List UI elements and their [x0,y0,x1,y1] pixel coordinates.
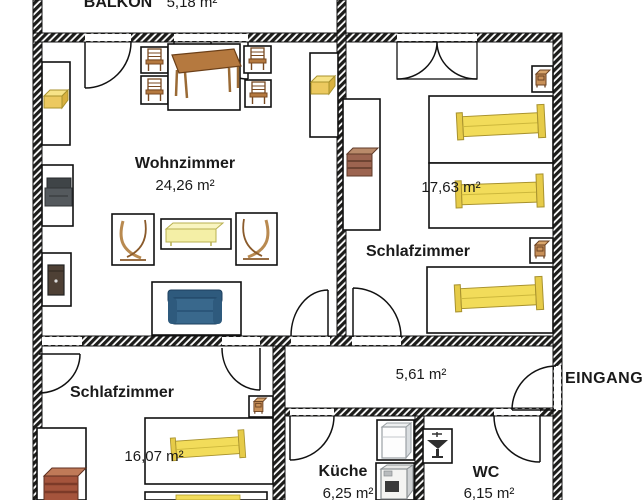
room-labels: BALKON 5,18 m² Wohnzimmer 24,26 m² 17,63… [70,0,643,500]
balcony-door [84,41,132,89]
schlafzimmer-klein-label: Schlafzimmer [70,384,174,401]
bedroom-right-hall-door [352,287,402,338]
entrance-door [511,365,557,411]
dresser-icon [345,147,380,177]
livingroom-hall-door [290,289,329,337]
bedroom-window [396,41,478,80]
schlafzimmer-klein-area: 16,07 m² [124,448,183,465]
bedroom-left-door-1 [38,353,81,394]
armchair-icon [44,177,73,207]
schlafzimmer-gross-area: 17,63 m² [421,179,480,196]
wc-area: 6,15 m² [464,485,515,500]
balkon-label: BALKON [84,0,152,11]
fridge-icon [380,421,413,460]
sofa-icon [167,289,223,325]
cabinet-icon [47,264,65,296]
bench-icon [164,222,225,246]
sideboard-icon [310,75,336,95]
kitchen-door [289,415,335,461]
schlafzimmer-gross-label: Schlafzimmer [366,243,470,260]
doors [38,41,557,463]
bed-icon-partial [175,494,241,500]
eingang-label: EINGANG [565,370,643,387]
wc-label: WC [473,464,500,481]
kueche-label: Küche [319,463,368,480]
wall-openings [42,34,561,415]
kueche-area: 6,25 m² [323,485,374,500]
wohnzimmer-area: 24,26 m² [155,177,214,194]
balkon-area: 5,18 m² [167,0,218,11]
sideboard-icon [43,89,69,109]
sink-icon [427,432,448,458]
bedroom-left-door-2 [221,347,261,391]
dresser-icon [42,467,88,500]
flur-area: 5,61 m² [396,366,447,383]
furniture-boxes [36,43,554,500]
furniture [42,47,551,500]
dining-table-icon [171,48,242,99]
wc-door [493,415,541,463]
stove-icon [379,464,415,500]
wohnzimmer-label: Wohnzimmer [135,155,235,172]
